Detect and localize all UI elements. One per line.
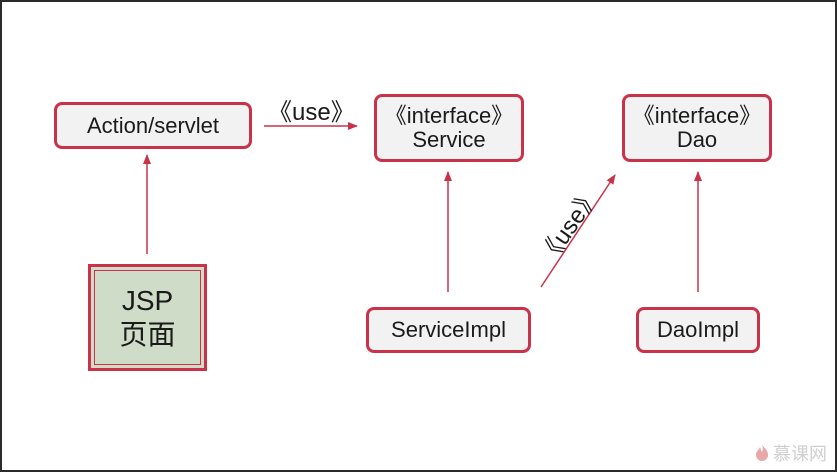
flame-icon bbox=[756, 444, 768, 461]
use-label-horizontal: 《use》 bbox=[268, 99, 355, 126]
watermark: 慕课网 bbox=[755, 440, 827, 466]
dao-stereotype: 《interface》 bbox=[632, 103, 762, 128]
watermark-text: 慕课网 bbox=[773, 444, 827, 464]
service-stereotype: 《interface》 bbox=[384, 103, 514, 128]
jsp-title: JSP bbox=[121, 284, 174, 316]
jsp-page-box: JSP 页面 bbox=[88, 264, 207, 371]
dao-name: Dao bbox=[676, 127, 718, 152]
serviceimpl-box: ServiceImpl bbox=[366, 307, 531, 353]
serviceimpl-label: ServiceImpl bbox=[391, 317, 506, 342]
daoimpl-box: DaoImpl bbox=[636, 307, 760, 353]
service-name: Service bbox=[412, 127, 486, 152]
arrow-serviceimpl-to-dao bbox=[540, 174, 616, 288]
service-interface-box: 《interface》 Service bbox=[374, 94, 524, 162]
action-servlet-label: Action/servlet bbox=[86, 112, 220, 138]
daoimpl-label: DaoImpl bbox=[657, 317, 739, 342]
action-servlet-box: Action/servlet bbox=[54, 102, 252, 149]
jsp-subtitle: 页面 bbox=[119, 318, 176, 350]
dao-interface-box: 《interface》 Dao bbox=[622, 94, 772, 162]
